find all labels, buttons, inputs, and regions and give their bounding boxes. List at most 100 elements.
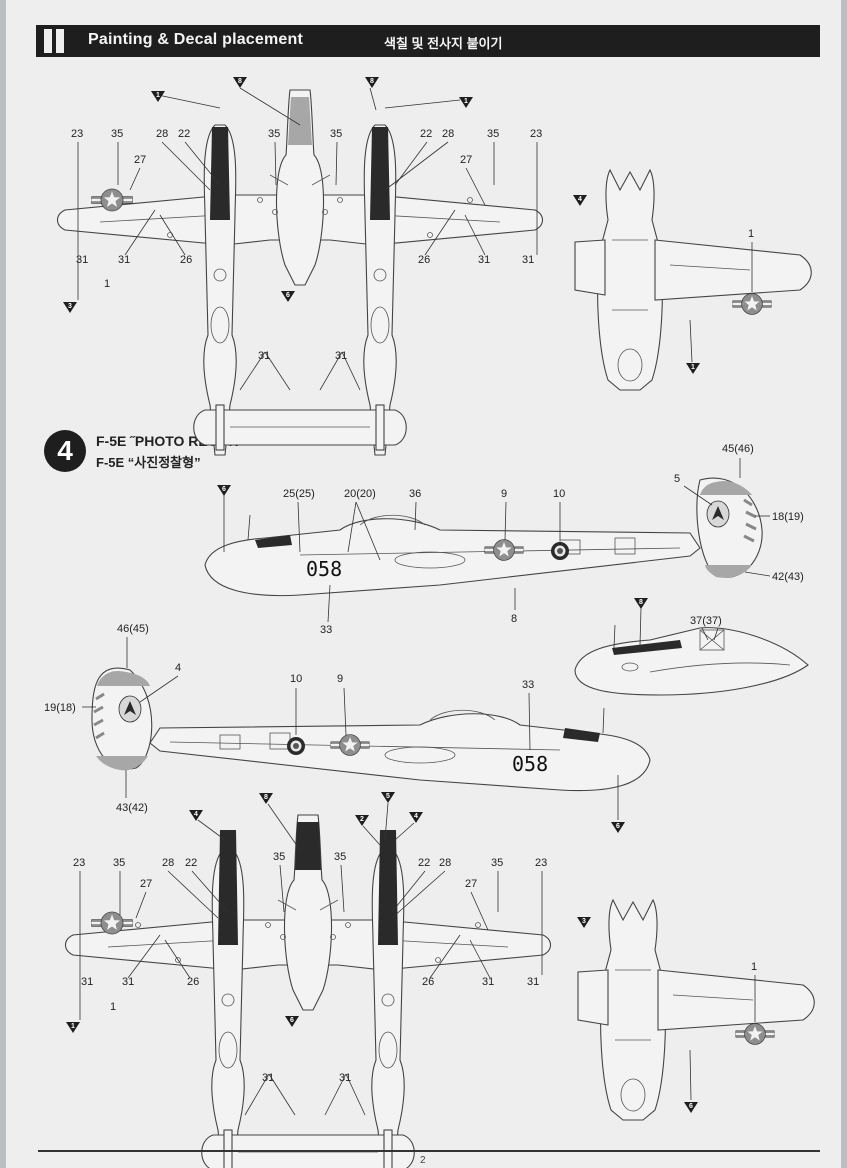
callout-label: 42(43) bbox=[772, 571, 804, 583]
callout-label: 9 bbox=[337, 673, 343, 685]
dark-anti-glare-panel bbox=[210, 127, 230, 220]
callout-label: 4 bbox=[175, 662, 181, 674]
aircraft-code-side: 058 bbox=[512, 752, 548, 776]
header-subtitle-korean: 색칠 및 전사지 붙이기 bbox=[384, 36, 503, 51]
dark-anti-glare-panel bbox=[378, 830, 398, 945]
dark-anti-glare-panel bbox=[612, 640, 682, 655]
callout-label: 31 bbox=[482, 976, 494, 988]
callout-label: 35 bbox=[268, 128, 280, 140]
callout-label: 9 bbox=[501, 488, 507, 500]
section-header-bar: Painting & Decal placement 색칠 및 전사지 붙이기 bbox=[36, 25, 820, 57]
callout-label: 36 bbox=[409, 488, 421, 500]
callout-label: 28 bbox=[162, 857, 174, 869]
color-marker-label: 5 bbox=[386, 793, 390, 800]
canopy-detail-view bbox=[574, 624, 809, 696]
callout-label: 26 bbox=[187, 976, 199, 988]
callout-label: 26 bbox=[180, 254, 192, 266]
callout-label: 1 bbox=[110, 1001, 116, 1013]
callout-label: 26 bbox=[422, 976, 434, 988]
callout-label: 1 bbox=[751, 961, 757, 973]
callout-label: 10 bbox=[553, 488, 565, 500]
dark-anti-glare-panel bbox=[370, 127, 390, 220]
color-marker-label: 3 bbox=[68, 303, 72, 310]
dark-anti-glare-panel bbox=[218, 830, 238, 945]
callout-label: 20(20) bbox=[344, 488, 376, 500]
callout-label: 31 bbox=[81, 976, 93, 988]
callout-label: 25(25) bbox=[283, 488, 315, 500]
callout-label: 27 bbox=[134, 154, 146, 166]
callout-label: 31 bbox=[122, 976, 134, 988]
callout-label: 28 bbox=[439, 857, 451, 869]
callout-label: 31 bbox=[258, 350, 270, 362]
callout-label: 43(42) bbox=[116, 802, 148, 814]
callout-label: 5 bbox=[674, 473, 680, 485]
grey-fin-base bbox=[96, 756, 148, 771]
callout-label: 8 bbox=[511, 613, 517, 625]
callout-label: 35 bbox=[334, 851, 346, 863]
color-marker-label: 3 bbox=[582, 918, 586, 925]
section-number-badge: 4 bbox=[44, 430, 86, 472]
callout-label: 31 bbox=[76, 254, 88, 266]
side-view-right-callouts: 45(46) 5 18(19) 42(43) 25(25) 20(20) 36 … bbox=[283, 443, 804, 636]
color-marker-label: 6 bbox=[689, 1103, 693, 1110]
callout-label: 23 bbox=[73, 857, 85, 869]
callout-label: 28 bbox=[442, 128, 454, 140]
color-marker-label: 6 bbox=[290, 1017, 294, 1024]
grey-fin-tip bbox=[700, 480, 752, 495]
dark-nose-panel bbox=[295, 822, 321, 870]
callout-label: 10 bbox=[290, 673, 302, 685]
callout-label: 26 bbox=[418, 254, 430, 266]
top-view-2-color-markers: 4 8 2 5 4 3 6 1 bbox=[66, 792, 591, 1033]
aircraft-code-side: 058 bbox=[306, 557, 342, 581]
callout-label: 28 bbox=[156, 128, 168, 140]
callout-label: 31 bbox=[118, 254, 130, 266]
callout-label: 22 bbox=[185, 857, 197, 869]
callout-label: 31 bbox=[522, 254, 534, 266]
grey-nose-panel bbox=[288, 97, 312, 145]
top-view-2-callouts: 23 35 28 22 35 35 22 28 35 23 27 27 31 3… bbox=[73, 851, 547, 1084]
callout-label: 45(46) bbox=[722, 443, 754, 455]
callout-label: 27 bbox=[465, 878, 477, 890]
color-marker-label: 6 bbox=[616, 823, 620, 830]
callout-label: 19(18) bbox=[44, 702, 76, 714]
callout-label: 33 bbox=[320, 624, 332, 636]
callout-label: 35 bbox=[330, 128, 342, 140]
side-view-left-leader-lines bbox=[82, 637, 619, 820]
callout-label: 35 bbox=[273, 851, 285, 863]
callout-label: 35 bbox=[491, 857, 503, 869]
color-marker-label: 4 bbox=[194, 811, 198, 818]
color-marker-label: 2 bbox=[360, 816, 364, 823]
callout-label: 22 bbox=[420, 128, 432, 140]
header-title: Painting & Decal placement bbox=[88, 31, 304, 48]
national-insignia bbox=[736, 1024, 774, 1045]
page-number: 2 bbox=[420, 1155, 426, 1166]
color-marker-label: 4 bbox=[414, 813, 418, 820]
color-marker-label: 8 bbox=[370, 78, 374, 85]
top-view-1 bbox=[56, 89, 544, 456]
callout-label: 1 bbox=[748, 228, 754, 240]
color-marker-label: 4 bbox=[578, 196, 582, 203]
color-marker-label: 6 bbox=[222, 486, 226, 493]
top-view-1-leader-lines bbox=[77, 87, 538, 391]
callout-label: 23 bbox=[535, 857, 547, 869]
top-view-2 bbox=[64, 814, 552, 1168]
squadron-emblem bbox=[118, 695, 142, 723]
front-view-2 bbox=[577, 899, 815, 1121]
dark-anti-glare-panel bbox=[563, 728, 600, 742]
squadron-emblem bbox=[706, 500, 730, 528]
callout-label: 22 bbox=[418, 857, 430, 869]
callout-label: 35 bbox=[487, 128, 499, 140]
section-subtitle-korean: F-5E “사진정찰형” bbox=[96, 455, 201, 470]
color-marker-label: 1 bbox=[156, 92, 160, 99]
callout-label: 31 bbox=[478, 254, 490, 266]
grey-fin-base bbox=[705, 565, 752, 578]
callout-label: 22 bbox=[178, 128, 190, 140]
side-view-right-leader-lines bbox=[223, 458, 771, 623]
front-view-1 bbox=[574, 169, 812, 391]
color-marker-label: 8 bbox=[639, 599, 643, 606]
national-insignia bbox=[733, 294, 771, 315]
callout-label: 27 bbox=[140, 878, 152, 890]
color-marker-label: 1 bbox=[71, 1023, 75, 1030]
callout-label: 33 bbox=[522, 679, 534, 691]
